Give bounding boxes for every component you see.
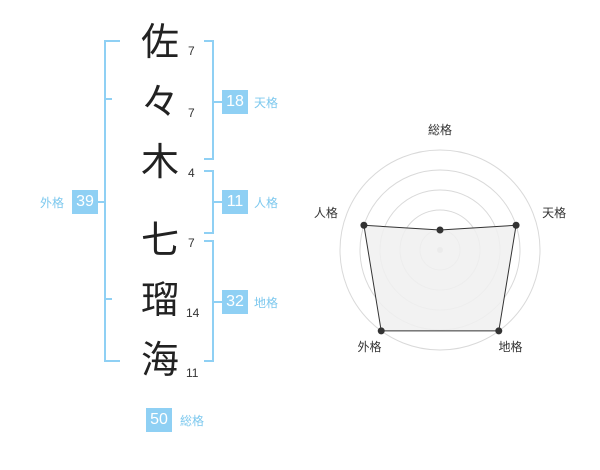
kanji-5: 瑠: [140, 278, 179, 322]
radar-axis-label-4: 外格: [357, 340, 382, 355]
kanji-6: 海: [140, 338, 179, 382]
stroke-count-6: 11: [186, 366, 199, 380]
radar-axis-label-2: 天格: [542, 205, 567, 220]
kanji-3: 木: [140, 140, 179, 184]
stroke-count-1: 7: [188, 44, 195, 58]
jinkaku-label: 人格: [254, 196, 279, 210]
radar-point-1: [436, 226, 444, 234]
chikaku-label: 地格: [254, 296, 279, 310]
radar-series-shape: [363, 224, 517, 332]
radar-point-3: [495, 327, 503, 335]
soukaku-badge: 50: [146, 408, 172, 432]
gaikaku-bracket-tick-bottom: [104, 298, 112, 300]
radar-axis-label-1: 総格: [427, 123, 453, 137]
radar-point-5: [360, 221, 368, 229]
tenkaku-label: 天格: [254, 96, 279, 110]
kanji-1: 佐: [140, 20, 179, 64]
gaikaku-connector: [96, 201, 106, 203]
radar-axis-label-3: 地格: [498, 340, 523, 355]
soukaku-label: 総格: [180, 414, 205, 428]
radar-ring-5: [339, 149, 541, 351]
chikaku-connector: [212, 301, 222, 303]
gaikaku-bracket-tick-top: [104, 98, 112, 100]
tenkaku-badge: 18: [222, 90, 248, 114]
radar-point-2: [512, 221, 520, 229]
radar-point-4: [377, 327, 385, 335]
jinkaku-badge: 11: [222, 190, 248, 214]
stroke-count-2: 7: [188, 106, 195, 120]
gaikaku-label: 外格: [40, 196, 65, 210]
tenkaku-connector: [212, 101, 222, 103]
stroke-count-3: 4: [188, 166, 195, 180]
kanji-4: 七: [140, 218, 179, 262]
radar-axis-label-5: 人格: [313, 205, 338, 220]
stroke-count-4: 7: [188, 236, 195, 250]
kanji-2: 々: [140, 80, 179, 124]
tenkaku-bracket: [204, 40, 214, 160]
chikaku-badge: 32: [222, 290, 248, 314]
gaikaku-badge: 39: [72, 190, 98, 214]
stroke-count-5: 14: [186, 306, 200, 320]
jinkaku-connector: [212, 201, 222, 203]
